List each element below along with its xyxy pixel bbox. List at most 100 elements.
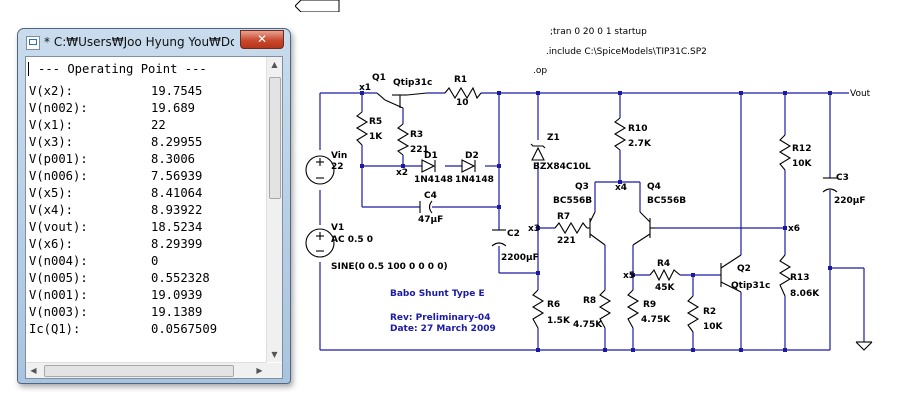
r1-name: R1 [454,75,468,85]
directive-include: .include C:\SpiceModels\TIP31C.SP2 [546,47,707,57]
r13-value: 8.06K [790,289,820,299]
d2-name: D2 [465,151,479,161]
result-value: 19.0939 [151,288,203,302]
r4-name: R4 [657,259,671,269]
result-value: 18.5234 [151,220,203,234]
vertical-scroll-thumb[interactable] [269,77,281,199]
schematic-date: Date: 27 March 2009 [390,324,496,334]
result-value: 22 [151,118,166,132]
horizontal-scrollbar[interactable]: ◀ ▶ [26,362,267,378]
window-title: * C:₩Users₩Joo Hyung You₩Docu... [44,35,234,49]
result-label: V(n004): [29,254,88,268]
r3-name: R3 [410,130,424,140]
node-x6: x6 [788,224,801,234]
node-x2: x2 [396,168,409,178]
result-label: V(x4): [29,203,74,217]
node-x4: x4 [615,183,628,193]
result-value: 8.29399 [151,237,203,251]
result-label: V(x5): [29,186,74,200]
document-icon [26,36,40,50]
vertical-scrollbar[interactable]: ▲ ▼ [266,57,282,362]
vin-name: Vin [331,151,348,161]
r2-name: R2 [703,307,717,317]
q2-name: Q2 [737,264,751,274]
result-label: V(n002): [29,101,88,115]
result-value: 19.7545 [151,84,203,98]
schematic-canvas[interactable]: Vout ;tran 0 20 0 1 startup .include C:\… [295,0,906,409]
r1-value: 10 [456,98,469,108]
result-label: V(x2): [29,84,74,98]
q3-name: Q3 [575,182,589,192]
schematic-drawing [305,86,873,352]
r9-name: R9 [643,300,657,310]
r7-value: 221 [557,236,576,246]
result-value: 8.29955 [151,135,203,149]
wires [319,92,865,351]
result-value: 8.3006 [151,152,196,166]
r7-name: R7 [557,212,571,222]
text-caret [28,62,29,76]
r10-value: 2.7K [628,139,651,149]
r3-value: 221 [410,145,429,155]
c4-value: 47µF [418,215,444,225]
result-label: V(p001): [29,152,88,166]
result-value: 19.689 [151,101,196,115]
q4-name: Q4 [647,182,661,192]
result-value: 8.93922 [151,203,203,217]
components [305,86,873,351]
r5-value: 1K [369,132,383,142]
q2-model: Qtip31c [731,281,771,291]
vout-label: Vout [850,89,871,99]
r5-name: R5 [369,117,383,127]
q4-model: BC556B [647,196,687,206]
result-label: V(n001): [29,288,88,302]
r8-name: R8 [583,296,597,306]
d1-value: 1N4148 [414,175,453,185]
r10-name: R10 [628,124,648,134]
operating-point-text[interactable]: --- Operating Point --- V(x2):19.7545 V(… [26,57,267,362]
junctions [360,91,832,352]
z1-name: Z1 [547,133,560,143]
scroll-left-arrow-icon[interactable]: ◀ [30,366,37,375]
r8-value: 4.75K [573,320,603,330]
scroll-right-arrow-icon[interactable]: ▶ [256,366,263,375]
result-label: V(x3): [29,135,74,149]
result-label: V(n006): [29,169,88,183]
window-client: --- Operating Point --- V(x2):19.7545 V(… [25,56,283,379]
close-button[interactable]: ✕ [240,30,284,49]
scroll-up-arrow-icon[interactable]: ▲ [271,60,278,69]
q3-model: BC556B [553,196,593,206]
c3-value: 220µF [834,196,866,206]
v1-value: AC 0.5 0 [331,235,374,245]
q1-name: Q1 [372,73,386,83]
result-value: 0 [151,254,159,268]
scroll-down-arrow-icon[interactable]: ▼ [271,350,278,359]
c3-name: C3 [836,173,849,183]
node-x1: x1 [359,83,372,93]
c2-value: 2200µF [501,253,539,263]
result-value: 0.552328 [151,271,210,285]
q1-model: Qtip31c [393,78,433,88]
r13-name: R13 [790,273,810,283]
result-label: V(n005): [29,271,88,285]
vin-value: 22 [331,162,344,172]
vout-flag-icon [295,0,340,12]
v1-name: V1 [331,223,345,233]
schematic-title: Babo Shunt Type E [390,289,485,299]
result-label: V(n003): [29,305,88,319]
resize-grip[interactable] [267,363,282,378]
r6-name: R6 [547,300,561,310]
window-titlebar[interactable]: * C:₩Users₩Joo Hyung You₩Docu... ✕ [18,29,290,55]
node-x5: x5 [623,271,636,281]
result-label: V(x1): [29,118,74,132]
result-value: 0.0567509 [151,322,218,336]
d2-value: 1N4148 [455,175,494,185]
result-label: V(x6): [29,237,74,251]
result-label: Ic(Q1): [29,322,81,336]
result-value: 7.56939 [151,169,203,183]
directive-op: .op [533,66,548,76]
horizontal-scroll-thumb[interactable] [44,365,234,377]
result-value: 19.1389 [151,305,203,319]
result-value: 8.41064 [151,186,203,200]
r6-value: 1.5K [547,316,570,326]
